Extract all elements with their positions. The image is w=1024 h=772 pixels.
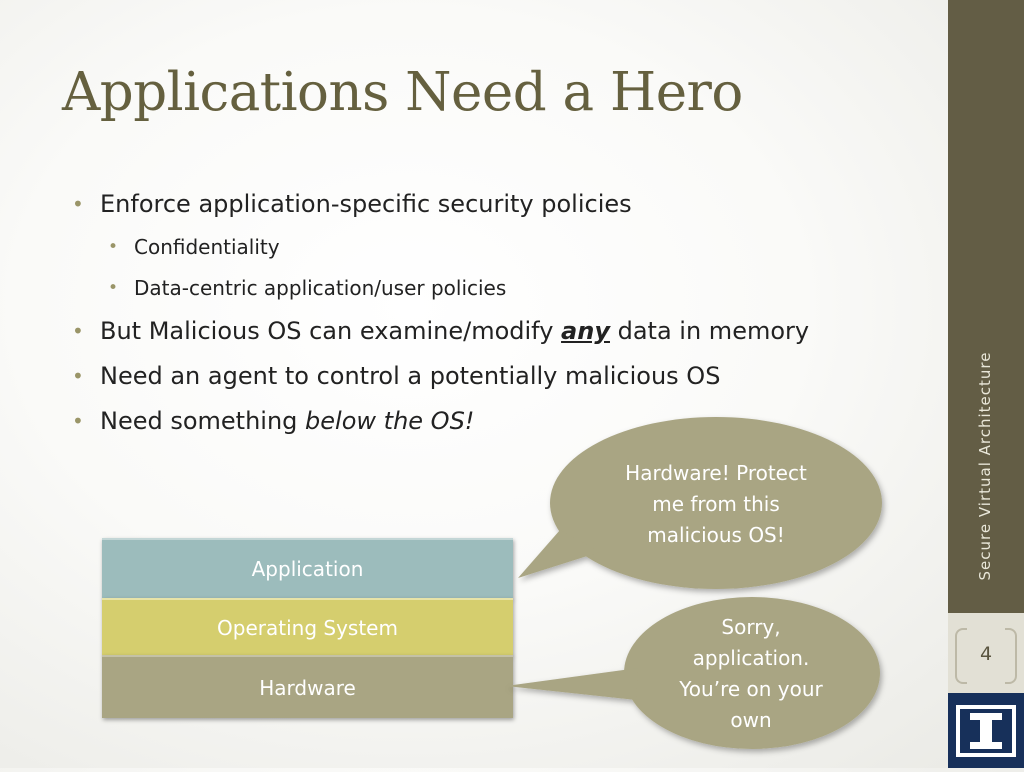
page-number: 4 — [979, 643, 993, 665]
bullet-icon: • — [72, 192, 84, 216]
application-layer: Application — [102, 538, 513, 599]
sub-bullet-item: • Data-centric application/user policies — [72, 272, 922, 313]
right-brace-icon — [1005, 628, 1017, 684]
bullet-text: Need an agent to control a potentially m… — [100, 362, 721, 390]
bullet-text: Confidentiality — [134, 235, 280, 259]
sub-bullet-item: • Confidentiality — [72, 231, 922, 272]
bullet-item: • But Malicious OS can examine/modify an… — [72, 313, 922, 358]
bullet-text: Data-centric application/user policies — [134, 276, 507, 300]
callout-line: Hardware! Protect — [625, 461, 807, 485]
bullet-item: • Need something below the OS! — [72, 403, 922, 448]
callout-application-tail — [518, 530, 600, 578]
callout-hardware-text: Sorry, application. You’re on your own — [644, 612, 858, 736]
sidebar-dark-band — [948, 0, 1024, 613]
callout-line: own — [730, 708, 772, 732]
bullet-item: • Enforce application-specific security … — [72, 186, 922, 231]
sidebar — [948, 0, 1024, 768]
logo-graphic — [956, 705, 1016, 757]
callout-line: me from this — [652, 492, 780, 516]
page-number-box: 4 — [955, 628, 1017, 684]
bullet-emphasis: any — [561, 317, 610, 345]
bullet-icon: • — [108, 237, 119, 257]
operating-system-layer: Operating System — [102, 598, 513, 656]
callout-line: You’re on your — [679, 677, 823, 701]
bullet-icon: • — [72, 364, 84, 388]
bullet-text-pre: But Malicious OS can examine/modify — [100, 317, 562, 345]
bullet-text: Enforce application-specific security po… — [100, 190, 632, 218]
bullet-text-post: data in memory — [609, 317, 810, 345]
bullet-text-pre: Need something — [100, 407, 306, 435]
bullet-list: • Enforce application-specific security … — [72, 186, 922, 448]
bullet-icon: • — [72, 319, 84, 343]
bullet-icon: • — [72, 409, 84, 433]
hardware-layer: Hardware — [102, 655, 513, 718]
callout-hardware-tail — [506, 668, 638, 700]
slide-title: Applications Need a Hero — [62, 62, 743, 123]
sidebar-footer-text: Secure Virtual Architecture — [976, 351, 994, 581]
callout-hardware-bubble — [624, 597, 880, 749]
bullet-item: • Need an agent to control a potentially… — [72, 358, 922, 403]
left-brace-icon — [955, 628, 967, 684]
university-column-logo-icon — [948, 693, 1024, 768]
callout-application-text: Hardware! Protect me from this malicious… — [603, 458, 829, 551]
callout-line: Sorry, — [721, 615, 781, 639]
bullet-emphasis: below the OS! — [305, 407, 475, 435]
callout-line: malicious OS! — [647, 523, 785, 547]
callout-line: application. — [692, 646, 810, 670]
callout-application-bubble — [550, 417, 882, 589]
bullet-icon: • — [108, 278, 119, 298]
